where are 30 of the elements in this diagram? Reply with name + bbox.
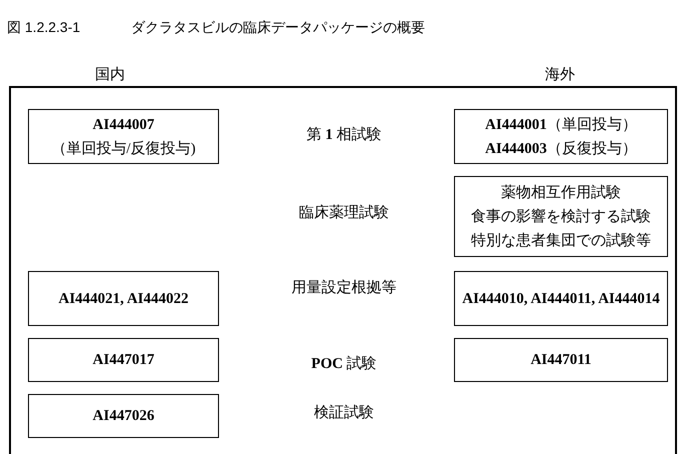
study-box	[28, 338, 219, 382]
study-text: 薬物相互作用試験	[501, 184, 621, 202]
figure-number: 図 1.2.2.3-1	[7, 18, 80, 37]
column-header: 海外	[544, 66, 576, 84]
frame	[9, 86, 677, 454]
phase-label: POC 試験	[310, 355, 378, 373]
study-box	[454, 338, 668, 382]
phase-label: 用量設定根拠等	[290, 279, 398, 297]
study-text: AI444003（反復投与）	[485, 140, 637, 158]
phase-label: 第 1 相試験	[306, 126, 382, 144]
study-box	[454, 109, 668, 164]
study-text: 特別な患者集団での試験等	[471, 232, 651, 250]
study-text: 食事の影響を検討する試験	[471, 208, 651, 226]
study-text: AI444007	[92, 116, 154, 134]
study-text: AI447011	[530, 351, 592, 369]
phase-label: 臨床薬理試験	[298, 204, 390, 222]
study-text: AI444021, AI444022	[58, 290, 188, 308]
study-text: AI444010, AI444011, AI444014	[462, 290, 660, 308]
figure-title: ダクラタスビルの臨床データパッケージの概要	[131, 18, 425, 37]
study-text: AI444001（単回投与）	[485, 116, 637, 134]
phase-label: 検証試験	[313, 404, 375, 422]
study-box	[28, 394, 219, 438]
study-box	[454, 176, 668, 257]
study-text: （単回投与/反復投与)	[51, 140, 196, 158]
study-box	[28, 109, 219, 164]
study-box	[28, 271, 219, 326]
study-text: AI447017	[92, 351, 154, 369]
study-text: AI447026	[92, 407, 154, 425]
column-header: 国内	[94, 66, 126, 84]
study-box	[454, 271, 668, 326]
